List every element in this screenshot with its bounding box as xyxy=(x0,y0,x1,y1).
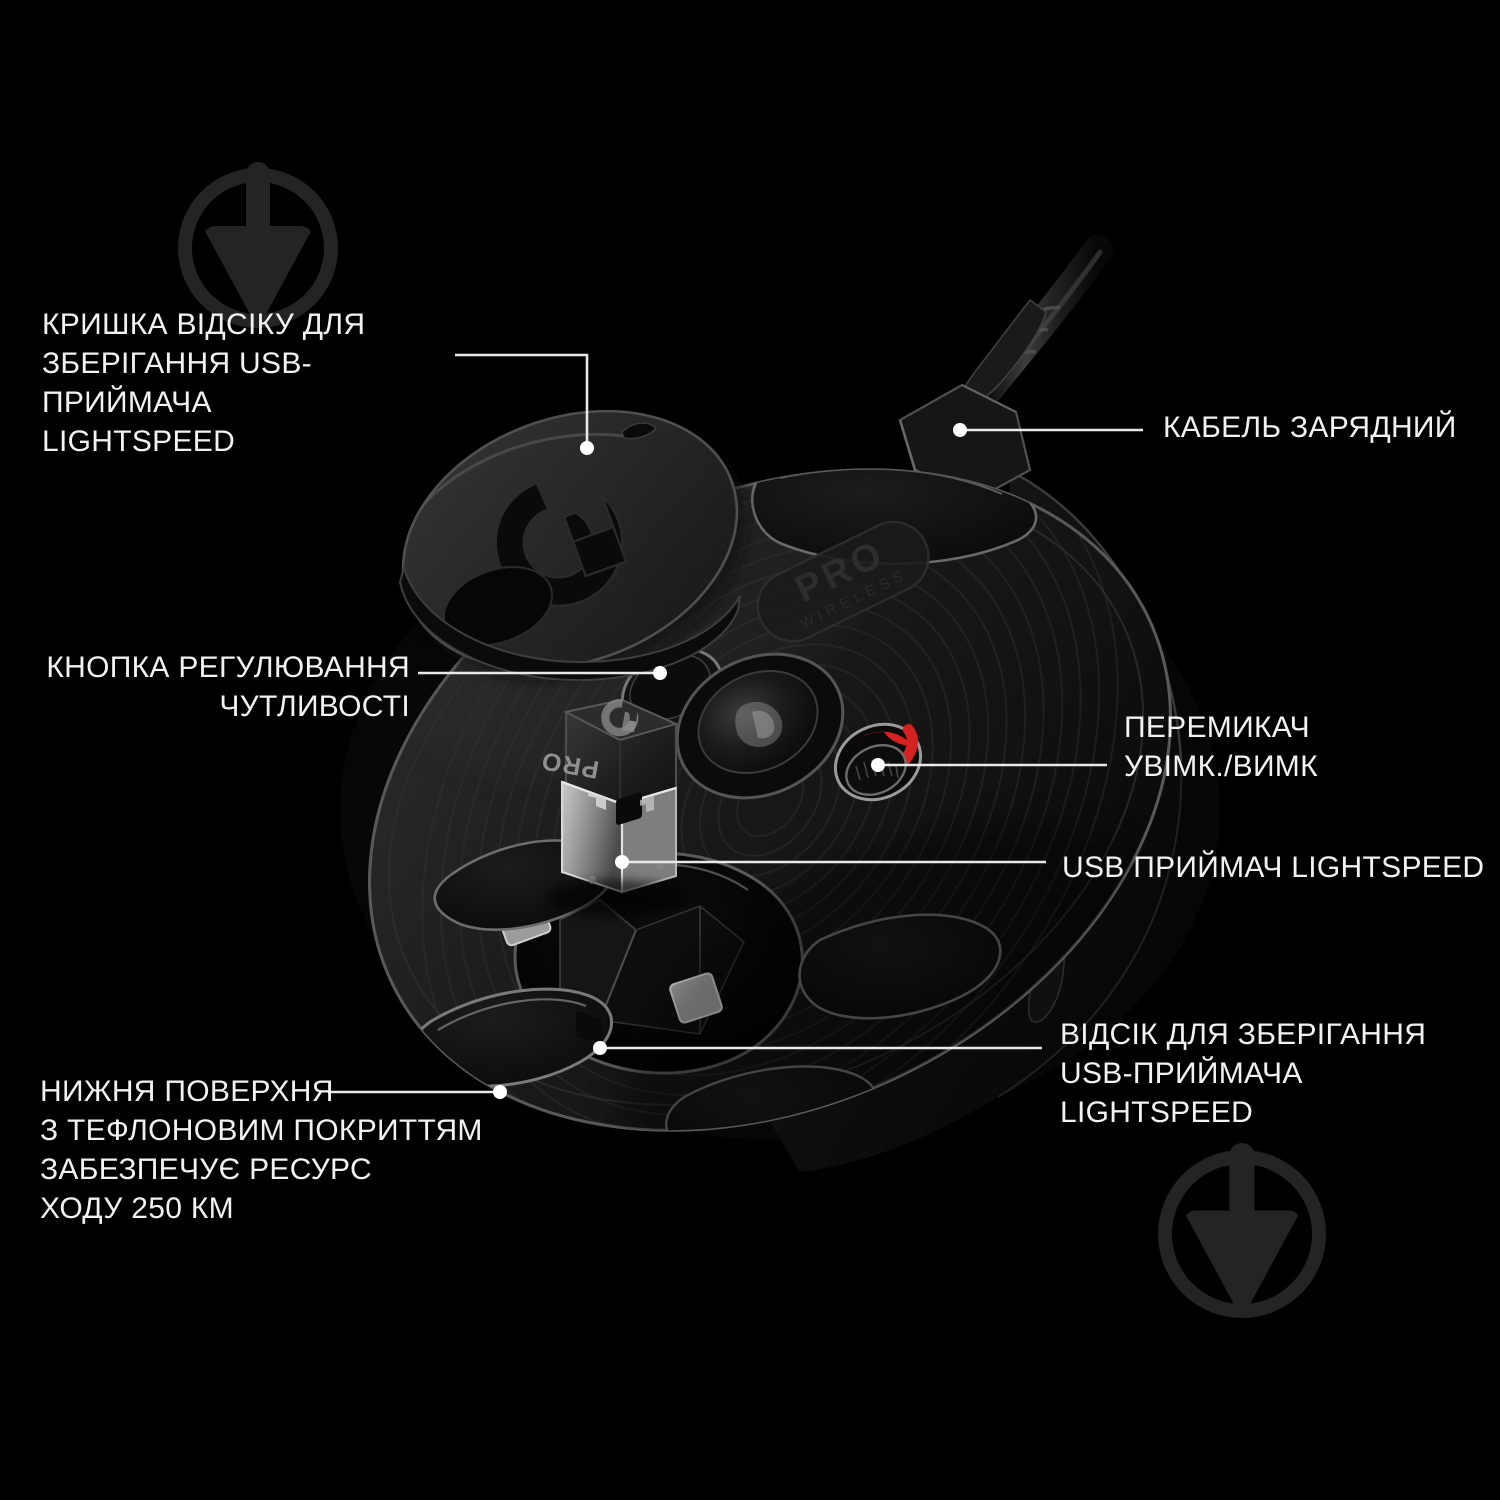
charging-cable xyxy=(898,235,1113,502)
callout-usb-cover-label: КРИШКА ВІДСІКУ ДЛЯ ЗБЕРІГАННЯ USB-ПРИЙМА… xyxy=(42,308,366,458)
callout-power-switch-label: ПЕРЕМИКАЧ УВІМК./ВИМК xyxy=(1124,711,1318,783)
watermark-trowel-icon-bottom-right xyxy=(1158,1143,1326,1318)
usb-lightspeed-receiver: PRO xyxy=(538,698,686,1045)
callout-ptfe-feet-label: НИЖНЯ ПОВЕРХНЯ З ТЕФЛОНОВИМ ПОКРИТТЯМ ЗА… xyxy=(40,1075,483,1225)
optical-sensor xyxy=(675,652,845,800)
cover-tab xyxy=(621,422,658,440)
watermark-trowel-icon-top-left xyxy=(178,161,338,328)
callout-storage-compartment-label: ВІДСІК ДЛЯ ЗБЕРІГАННЯ USB-ПРИЙМАЧА LIGHT… xyxy=(1060,1018,1427,1129)
callout-usb-receiver-label: USB ПРИЙМАЧ LIGHTSPEED xyxy=(1062,851,1485,884)
watermark-handle xyxy=(246,161,270,236)
watermark-handle xyxy=(1229,1143,1255,1221)
callout-charging-cable-label: КАБЕЛЬ ЗАРЯДНИЙ xyxy=(1163,411,1457,444)
receiver-g-logo xyxy=(601,699,639,737)
callout-dpi-button-label: КНОПКА РЕГУЛЮВАННЯ ЧУТЛИВОСТІ xyxy=(46,651,410,723)
